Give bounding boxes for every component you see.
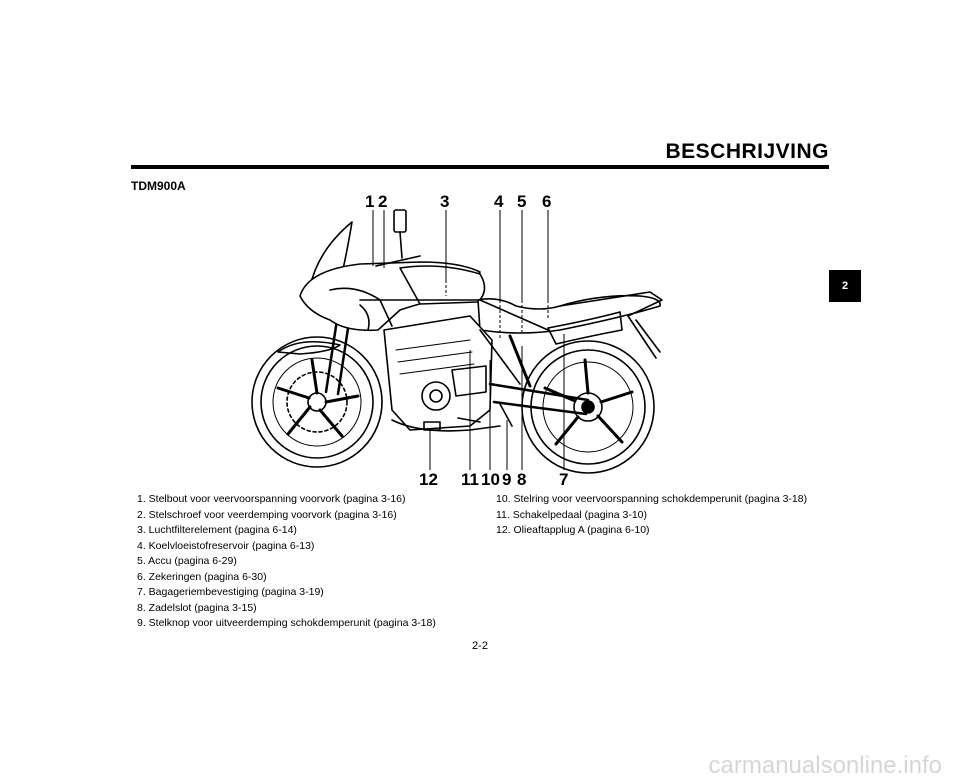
chapter-tab: 2 bbox=[829, 270, 861, 302]
callout-5: 5 bbox=[517, 192, 527, 211]
callout-7: 7 bbox=[559, 470, 569, 489]
legend-item: 10. Stelring voor veervoorspanning schok… bbox=[496, 493, 808, 505]
legend-item: 4. Koelvloeistofreservoir (pagina 6-13) bbox=[137, 539, 315, 552]
motorcycle-illustration bbox=[251, 209, 663, 474]
callout-12: 12 bbox=[419, 470, 438, 489]
legend-item: 11. Schakelpedaal (pagina 3-10) bbox=[496, 508, 647, 521]
callout-10: 10 bbox=[481, 470, 500, 489]
callout-9: 9 bbox=[502, 470, 512, 489]
callout-6: 6 bbox=[542, 192, 552, 211]
legend-item: 9. Stelknop voor uitveerdemping schokdem… bbox=[137, 617, 436, 629]
model-name: TDM900A bbox=[131, 179, 186, 193]
callout-8: 8 bbox=[517, 470, 527, 489]
page-number: 2-2 bbox=[472, 640, 488, 652]
legend-item: 1. Stelbout voor veervoorspanning voorvo… bbox=[137, 493, 406, 505]
legend-item: 2. Stelschroef voor veerdemping voorvork… bbox=[137, 508, 397, 521]
legend-item: 3. Luchtfilterelement (pagina 6-14) bbox=[137, 524, 297, 536]
callout-2: 2 bbox=[378, 192, 388, 211]
legend-item: 8. Zadelslot (pagina 3-15) bbox=[137, 601, 257, 614]
legend-item: 7. Bagageriembevestiging (pagina 3-19) bbox=[137, 586, 324, 598]
title-rule bbox=[131, 165, 829, 169]
watermark: carmanualsonline.info bbox=[708, 752, 942, 779]
legend-item: 6. Zekeringen (pagina 6-30) bbox=[137, 570, 267, 583]
callout-3: 3 bbox=[440, 192, 450, 211]
legend-item: 5. Accu (pagina 6-29) bbox=[137, 555, 237, 567]
legend-left: 1. Stelbout voor veervoorspanning voorvo… bbox=[137, 492, 436, 632]
callout-11: 11 bbox=[461, 470, 479, 489]
legend-right: 10. Stelring voor veervoorspanning schok… bbox=[496, 492, 807, 539]
front-wheel bbox=[251, 336, 383, 468]
callout-4: 4 bbox=[494, 192, 504, 211]
page-title: BESCHRIJVING bbox=[665, 140, 829, 163]
legend-item: 12. Olieaftapplug A (pagina 6-10) bbox=[496, 524, 650, 536]
callout-1: 1 bbox=[365, 192, 375, 211]
